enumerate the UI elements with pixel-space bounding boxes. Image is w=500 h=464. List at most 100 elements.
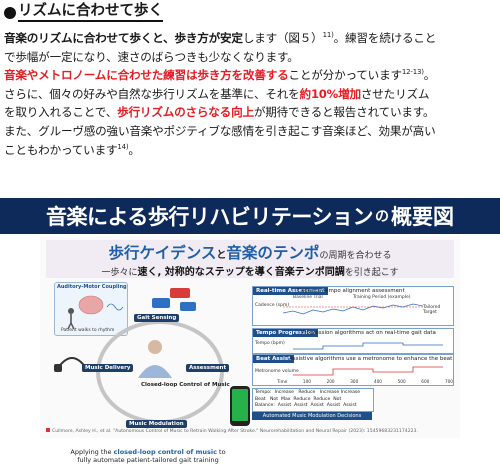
subline-bold: 速く, 対称的なステップを導く音楽テンポ同調 [137,267,345,278]
matrix-cell: Not [333,397,342,402]
text: 。 [128,142,140,157]
matrix-cell: Tempo: [255,390,272,395]
panel-tag: Real-time Assessment [253,287,328,295]
figure-card: 歩行ケイデンスと音楽のテンポの周期を合わせる 一歩々に速く, 対称的なステップを… [40,236,460,464]
training-label: Training Period (example) [353,295,411,300]
citation-superscript: 14) [117,142,129,151]
panel-ylabel: Cadence (spm) [255,303,290,308]
matrix-row: Beat Not Max Reduce Reduce Not [255,397,341,402]
matrix-cell: Assist [326,403,341,408]
headline-part: 音楽のテンポ [226,244,320,262]
paragraph-line: 音楽のリズムに合わせて歩くと、歩き方が安定します（図５）11)。練習を続けること [4,29,496,48]
banner-title: 音楽による歩行リハビリテーション [46,205,373,229]
section-heading: リズムに合わせて歩く [4,3,163,22]
auditory-motor-box: Auditory-Motor Coupling Patient walks to… [54,282,128,336]
panel-title: Progression algorithms act on real-time … [301,330,436,336]
matrix-footer: Automated Music Modulation Decisions [252,412,372,420]
text: させたリズム [360,86,430,101]
card-header: 歩行ケイデンスと音楽のテンポの周期を合わせる 一歩々に速く, 対称的なステップを… [46,240,454,278]
bold-text: 音楽のリズムに合わせて歩くと、歩き方が安定 [4,31,243,45]
banner-particle: の [374,209,389,225]
text: を取り入れることで、 [4,105,118,120]
modulation-matrix: Tempo: Increase Reduce Increase Increase… [252,388,374,412]
matrix-cell: Assist [277,403,292,408]
matrix-cell: Balance: [255,403,275,408]
matrix-cell: Reduce [313,397,331,402]
tempo-trace [293,342,443,350]
banner-title-end: 概要図 [390,205,454,229]
citation-superscript: 11) [322,31,334,40]
matrix-cell: Assist [294,403,308,408]
matrix-cell: Not [270,397,279,402]
diagram-caption: Applying the closed-loop control of musi… [58,448,238,464]
text: します（図５） [242,31,323,45]
panel-ylabel: Tempo (bpm) [255,341,285,346]
tempo-progression-panel: Tempo Progression Progression algorithms… [252,328,454,354]
bullet-icon [4,6,16,19]
axis-tick: 200 [326,379,335,384]
matrix-row: Balance: Assist Assist Assist Assist Ass… [255,403,357,408]
real-time-assessment-panel: Real-time Assessment Cadence-tempo align… [252,286,454,326]
figure-citation: Cullmore, Ashley H., et al. "Autonomous … [46,428,418,434]
matrix-cell: Reduce [298,390,316,395]
panel-title: Assistive algorithms use a metronome to … [289,356,453,362]
music-modulation-label: Music Modulation [126,420,187,428]
matrix-cell: Reduce [293,397,311,402]
patient-figure-icon [138,340,172,378]
axis-tick: 600 [421,379,430,384]
subline-text: 一歩々に [101,268,138,278]
paragraph-line: で歩幅が一定になり、速さのばらつきも少なくなります。 [4,48,496,67]
caption-bold: closed-loop control of music [113,448,217,456]
closed-loop-label: Closed-loop Control of Music [141,382,230,388]
citation-marker-icon [46,428,50,432]
headline-part: の周期を合わせる [319,251,392,261]
brain-walker-icon [67,295,124,330]
matrix-cell: Assist [343,403,357,408]
sensor-devices-icon [152,288,196,311]
text: が期待できると報告されています。 [253,105,435,120]
paragraph-line: を取り入れることで、歩行リズムのさらなる向上が期待できると報告されています。 [4,103,496,122]
highlight-red-text: 音楽やメトロノームに合わせた練習は歩き方を改善する [4,68,289,83]
closed-loop-diagram: Auditory-Motor Coupling Patient walks to… [46,282,250,464]
headline-part: 歩行ケイデンス [108,244,217,262]
axis-tick: 400 [373,379,382,384]
card-headline: 歩行ケイデンスと音楽のテンポの周期を合わせる [46,241,454,263]
paragraph-line: こともわかっています14)。 [4,141,496,160]
text: また、グルーヴ感の強い音楽やポジティブな感情を引き起こす音楽ほど、効果が高い [4,123,436,138]
figure-banner: 音楽による歩行リハビリテーション の 概要図 [0,198,500,234]
panel-tag: Tempo Progression [253,329,319,337]
matrix-cell: Increase Increase [319,390,361,395]
gait-sensing-label: Gait Sensing [134,314,180,322]
heading-text: リズムに合わせて歩く [18,3,163,22]
text: で歩幅が一定になり、速さのばらつきも少なくなります。 [4,49,299,64]
paragraph-line: さらに、個々の好みや自然な歩行リズムを基準に、それを約10%増加させたリズム [4,85,496,104]
highlight-red-text: 歩行リズムのさらなる向上 [117,105,254,120]
caption-text: to [216,448,226,456]
text: こともわかっています [4,142,118,157]
beat-assist-panel: Beat Assist Assistive algorithms use a m… [252,354,454,386]
time-axis: Time 100 200 300 400 500 600 700 [277,379,453,385]
amc-label: Auditory-Motor Coupling [57,284,127,290]
citation-text: Cullmore, Ashley H., et al. "Autonomous … [52,429,418,434]
card-subline: 一歩々に速く, 対称的なステップを導く音楽テンポ同調を引き起こす [46,263,454,278]
caption-text: fully automate patient-tailored gait tra… [77,456,219,464]
assessment-label: Assessment [186,364,230,372]
amc-sub: Patient walks to rhythm [61,328,115,333]
cadence-trace [283,303,423,315]
panel-tag: Beat Assist [253,355,294,363]
axis-tick: 500 [397,379,406,384]
music-delivery-label: Music Delivery [82,364,134,372]
paragraph-line: 音楽やメトロノームに合わせた練習は歩き方を改善することが分かっています12-13… [4,66,496,85]
page: リズムに合わせて歩く 音楽のリズムに合わせて歩くと、歩き方が安定します（図５）1… [0,3,500,464]
matrix-cell: Max [280,397,291,402]
axis-tick: 700 [444,379,453,384]
axis-time-label: Time [277,379,288,384]
body-text: 音楽のリズムに合わせて歩くと、歩き方が安定します（図５）11)。練習を続けること… [4,29,496,159]
caption-text: Applying the [70,448,114,456]
text: 。練習を続けること [333,31,437,45]
axis-tick: 300 [350,379,359,384]
citation-superscript: 12-13) [401,68,424,77]
paragraph-line: また、グルーヴ感の強い音楽やポジティブな感情を引き起こす音楽ほど、効果が高い [4,122,496,141]
subline-text: を引き起こす [344,268,399,278]
matrix-cell: Increase [274,390,294,395]
